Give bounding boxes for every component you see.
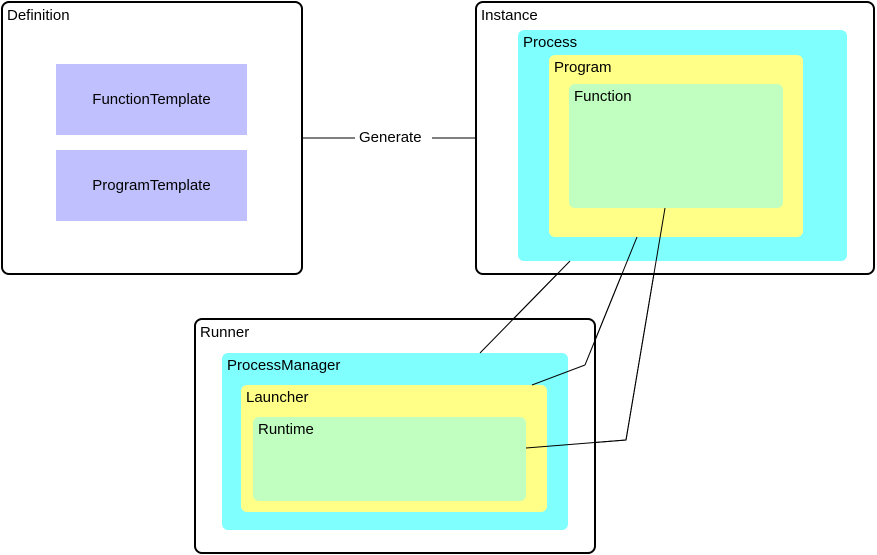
function-node[interactable]: Function — [569, 84, 783, 208]
runtime-label: Runtime — [258, 421, 314, 438]
program-template-node[interactable]: ProgramTemplate — [56, 150, 247, 221]
definition-title: Definition — [7, 7, 70, 24]
function-template-label: FunctionTemplate — [92, 91, 211, 108]
process-label: Process — [523, 34, 578, 51]
definition-frame: Definition — [1, 1, 303, 275]
launcher-label: Launcher — [246, 389, 309, 406]
runtime-node[interactable]: Runtime — [253, 417, 526, 501]
program-label: Program — [554, 59, 612, 76]
program-template-label: ProgramTemplate — [92, 177, 211, 194]
process-manager-label: ProcessManager — [227, 357, 341, 374]
instance-title: Instance — [481, 7, 538, 24]
function-label: Function — [574, 88, 632, 105]
generate-edge-label: Generate — [355, 129, 426, 147]
function-template-node[interactable]: FunctionTemplate — [56, 64, 247, 135]
runner-title: Runner — [200, 324, 250, 341]
